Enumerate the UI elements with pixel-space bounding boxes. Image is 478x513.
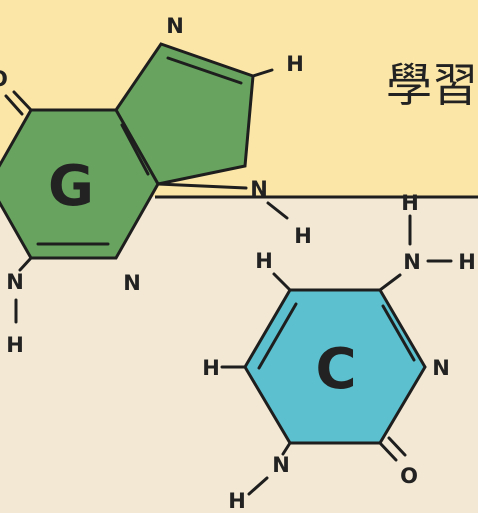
atom-h-ring-top: H xyxy=(255,249,273,273)
atom-h-ring-left: H xyxy=(202,356,220,380)
guanine-carbonyl-bond-b xyxy=(4,94,24,116)
cytosine-double-bond-top-left xyxy=(257,302,298,370)
atom-n-ring-right: N xyxy=(432,356,450,380)
guanine-double-bond-inner xyxy=(120,123,150,176)
cytosine-carbonyl-bond-a xyxy=(378,441,398,462)
cytosine-bond-n-bottom-h xyxy=(247,476,269,496)
atom-h-amino-right: H xyxy=(458,250,476,274)
cytosine-base-letter: C xyxy=(315,337,356,402)
guanine-double-bond-pentagon xyxy=(166,56,243,85)
guanine-bond-n-linked xyxy=(156,182,248,190)
atom-o-carbonyl: O xyxy=(400,464,418,488)
guanine-molecule: G O N H N H N N H xyxy=(0,14,312,357)
atom-h-left: H xyxy=(6,333,24,357)
cytosine-bond-n-bottom xyxy=(281,441,292,456)
cytosine-molecule: C H N H H H N O N H xyxy=(202,191,476,513)
atom-h-amino-top: H xyxy=(401,191,419,215)
guanine-bond-n-left xyxy=(18,256,33,272)
atom-n-linked: N xyxy=(250,177,268,201)
atom-n-ring: N xyxy=(123,271,141,295)
title-fragment: 學習 xyxy=(386,58,478,112)
atom-h-pentagon: H xyxy=(286,52,304,76)
cytosine-bond-h-top xyxy=(272,272,292,292)
cytosine-carbonyl-bond-b xyxy=(387,436,407,457)
atom-n-bottom: N xyxy=(272,453,290,477)
atom-n-pentagon-top: N xyxy=(166,14,184,38)
atom-n-amino: N xyxy=(403,250,421,274)
cytosine-bond-amino xyxy=(378,273,402,292)
guanine-base-letter: G xyxy=(48,154,94,219)
guanine-bond-nh xyxy=(266,201,289,220)
cytosine-double-bond-right xyxy=(381,304,416,362)
atom-o-partial: O xyxy=(0,67,8,91)
guanine-carbonyl-bond-a xyxy=(12,90,33,112)
guanine-hexagon xyxy=(0,108,160,260)
guanine-bond-h-pentagon xyxy=(251,68,274,78)
atom-n-left: N xyxy=(6,270,24,294)
atom-h-bottom: H xyxy=(228,489,246,513)
atom-h-linked: H xyxy=(294,224,312,248)
